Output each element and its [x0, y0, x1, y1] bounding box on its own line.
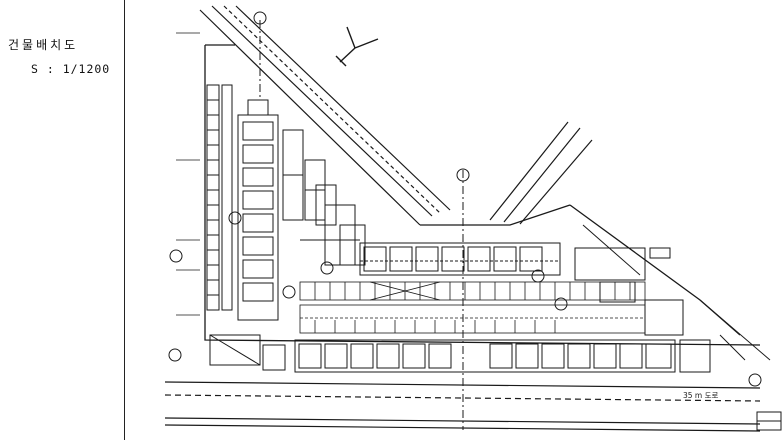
legend-panel: 건물배치도 S : 1/1200	[0, 0, 125, 440]
diagonal-road-right	[489, 121, 593, 225]
level-marks	[176, 32, 200, 316]
north-arrow-icon	[335, 26, 379, 67]
drawing-title: 건물배치도	[8, 38, 79, 52]
road-label: 35 m 도로	[683, 391, 719, 400]
building-row-south	[294, 339, 711, 373]
central-parking	[299, 281, 646, 334]
site-plan-drawing: 35 m 도로	[164, 5, 782, 432]
building-stepped-block	[282, 129, 366, 266]
east-corner-detail	[699, 299, 782, 431]
building-east-block	[574, 224, 684, 336]
grid-marker	[168, 11, 762, 387]
building-row-north	[359, 242, 561, 276]
building-west-wing	[237, 99, 279, 321]
center-axis	[259, 20, 464, 430]
utility-block	[209, 334, 286, 371]
parking-strip-left	[206, 84, 233, 311]
scale-label: S : 1/1200	[31, 62, 111, 76]
